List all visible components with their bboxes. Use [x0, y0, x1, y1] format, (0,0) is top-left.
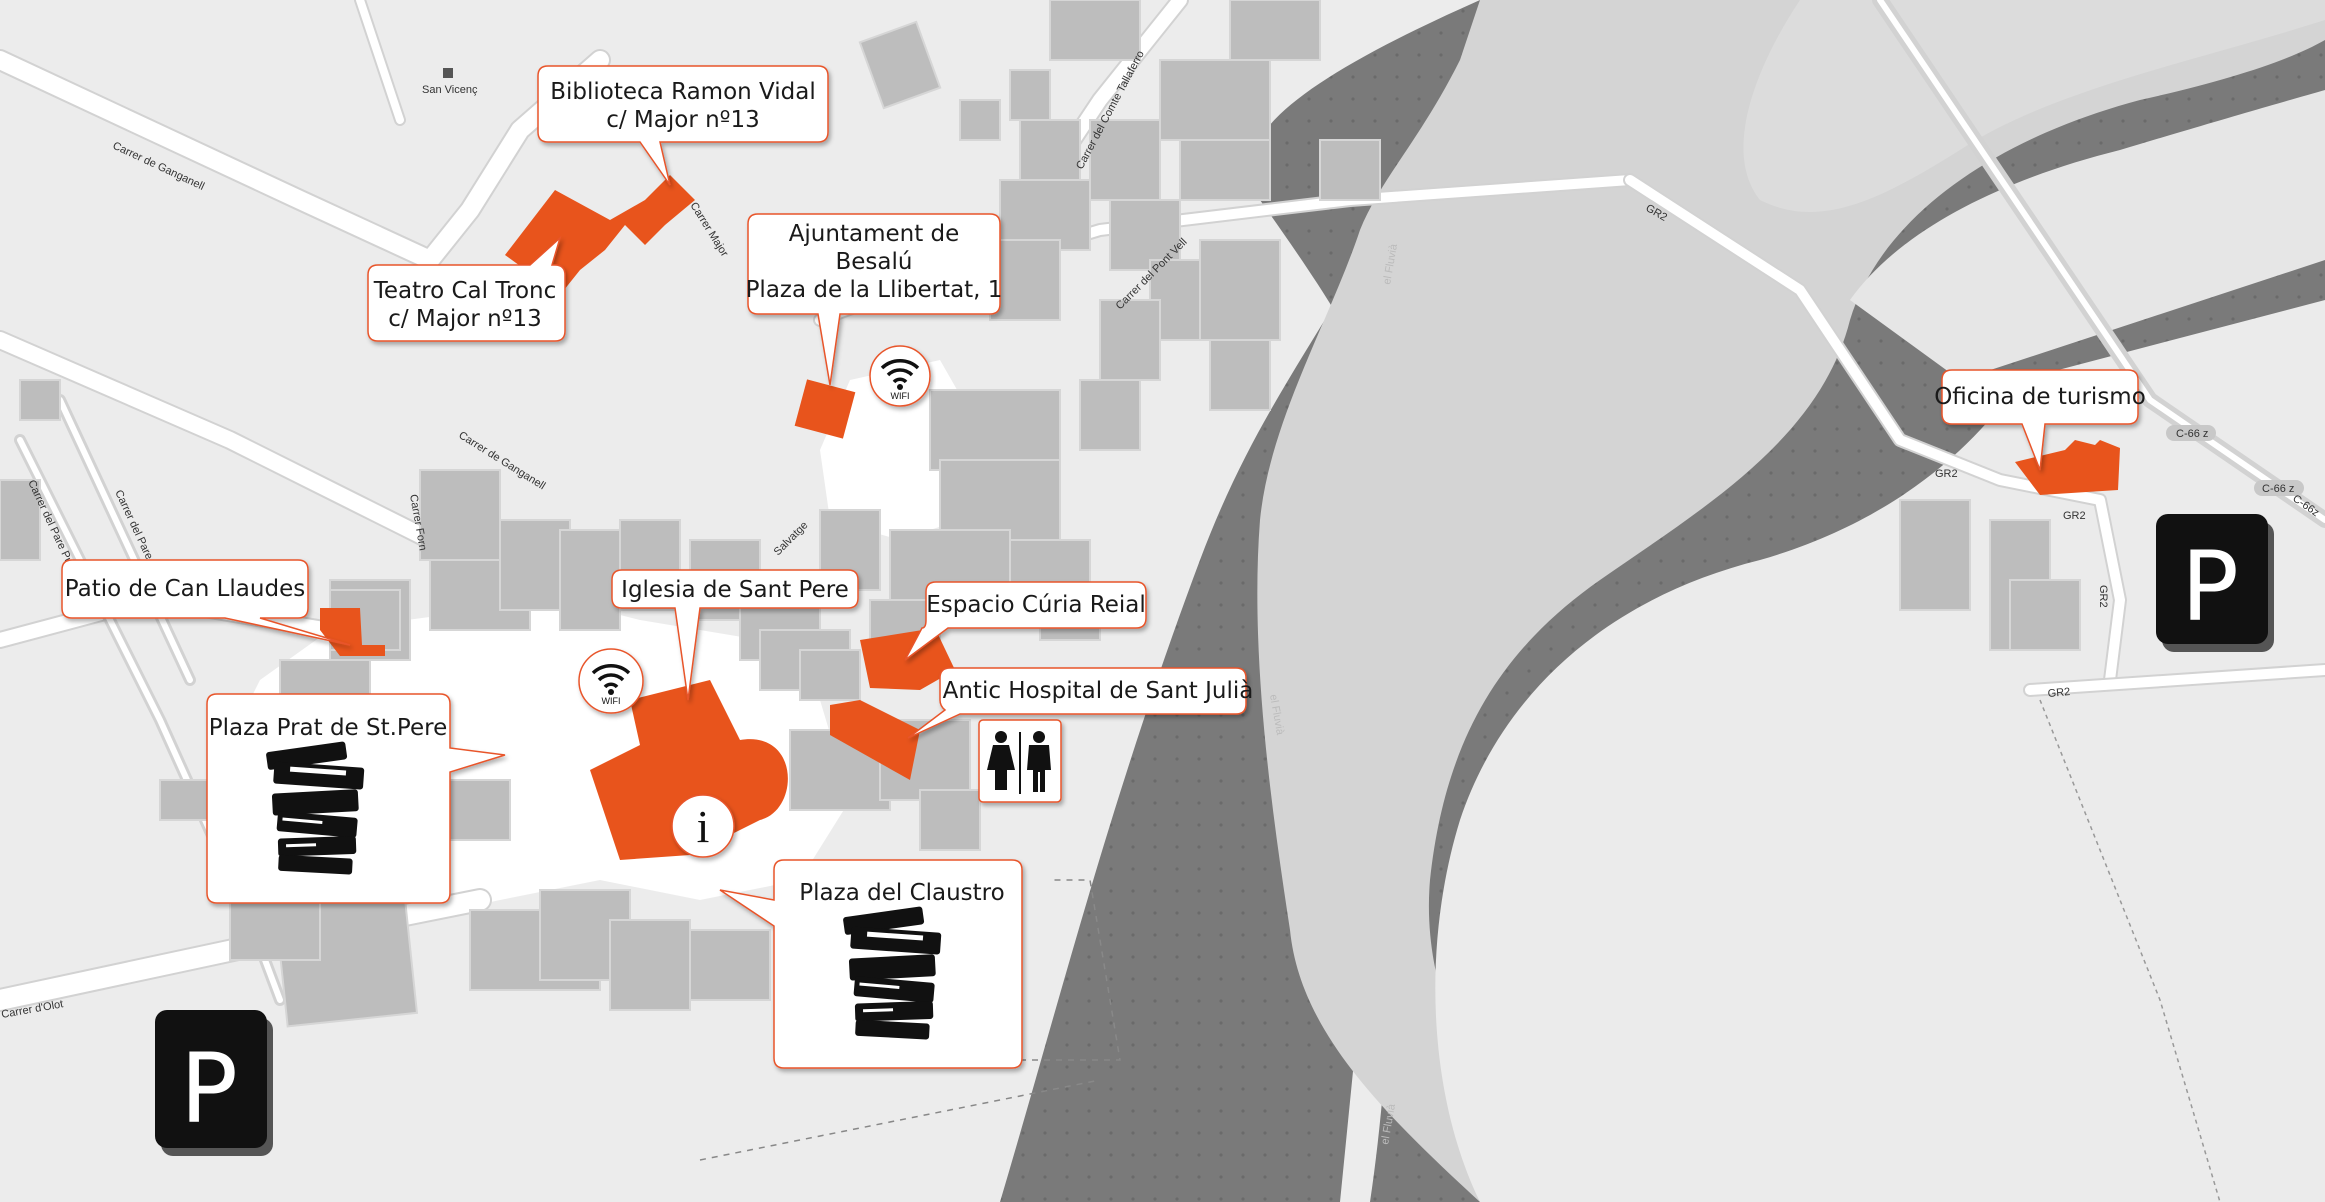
callout-biblioteca[interactable]: Biblioteca Ramon Vidal c/ Major nº13: [537, 65, 829, 186]
label-c66-a: C-66 z: [2176, 428, 2208, 440]
teatro-line-1: Teatro Cal Tronc: [373, 278, 557, 304]
wifi-label: WIFI: [891, 391, 910, 401]
san-vicenc-marker: [443, 68, 453, 78]
curia-label: Espacio Cúria Reial: [926, 592, 1146, 618]
teatro-line-2: c/ Major nº13: [388, 306, 542, 332]
callout-iglesia[interactable]: Iglesia de Sant Pere: [611, 569, 859, 701]
label-gr2-c: GR2: [2063, 510, 2086, 522]
ajuntament-line-2: Besalú: [836, 249, 913, 275]
wifi-label: WIFI: [602, 696, 621, 706]
label-gr2-d: GR2: [2097, 585, 2109, 608]
callout-plaza-claustro[interactable]: Plaza del Claustro: [719, 859, 1023, 1069]
callout-teatro[interactable]: Teatro Cal Tronc c/ Major nº13: [367, 235, 566, 342]
label-c66-b: C-66 z: [2262, 483, 2294, 495]
parking-letter: P: [180, 1033, 238, 1145]
wifi-icon[interactable]: WIFI: [578, 648, 644, 714]
callout-patio[interactable]: Patio de Can Llaudes: [61, 559, 351, 646]
wifi-icon[interactable]: WIFI: [869, 345, 931, 407]
oficina-building[interactable]: [2015, 440, 2120, 495]
parking-icon[interactable]: P: [2156, 514, 2274, 652]
label-san-vicenc: San Vicenç: [422, 84, 478, 96]
biblioteca-line-1: Biblioteca Ramon Vidal: [550, 79, 815, 105]
patio-label: Patio de Can Llaudes: [65, 576, 305, 602]
oficina-label: Oficina de turismo: [1934, 384, 2146, 410]
parking-letter: P: [2181, 531, 2239, 643]
callout-oficina[interactable]: Oficina de turismo: [1934, 369, 2146, 471]
plaza-claustro-label: Plaza del Claustro: [799, 880, 1004, 906]
hospital-building[interactable]: [830, 700, 920, 780]
buildings: [0, 0, 2081, 1028]
label-gr2-e: GR2: [2047, 686, 2071, 700]
ajuntament-line-3: Plaza de la Llibertat, 1: [746, 277, 1003, 303]
info-letter: i: [697, 801, 710, 852]
iglesia-label: Iglesia de Sant Pere: [621, 577, 849, 603]
ajuntament-building[interactable]: [794, 379, 856, 439]
callout-curia[interactable]: Espacio Cúria Reial: [904, 581, 1147, 661]
hospital-label: Antic Hospital de Sant Julià: [943, 678, 1254, 704]
callout-plaza-prat[interactable]: Plaza Prat de St.Pere: [206, 693, 506, 904]
parking-icon[interactable]: P: [155, 1010, 273, 1156]
callout-ajuntament[interactable]: Ajuntament de Besalú Plaza de la Llibert…: [746, 213, 1003, 386]
patio-building[interactable]: [320, 608, 385, 656]
restroom-icon[interactable]: [978, 719, 1062, 803]
river-branch: [1743, 0, 2325, 212]
callout-hospital[interactable]: Antic Hospital de Sant Julià: [907, 667, 1254, 739]
east-north-field: [1850, 90, 2325, 380]
label-gr2-b: GR2: [1935, 468, 1958, 480]
info-icon[interactable]: i: [671, 794, 735, 858]
biblioteca-line-2: c/ Major nº13: [606, 107, 760, 133]
river: [1257, 0, 2325, 1202]
plaza-prat-label: Plaza Prat de St.Pere: [209, 715, 447, 741]
ajuntament-line-1: Ajuntament de: [789, 221, 960, 247]
iglesia-building[interactable]: [590, 680, 788, 860]
